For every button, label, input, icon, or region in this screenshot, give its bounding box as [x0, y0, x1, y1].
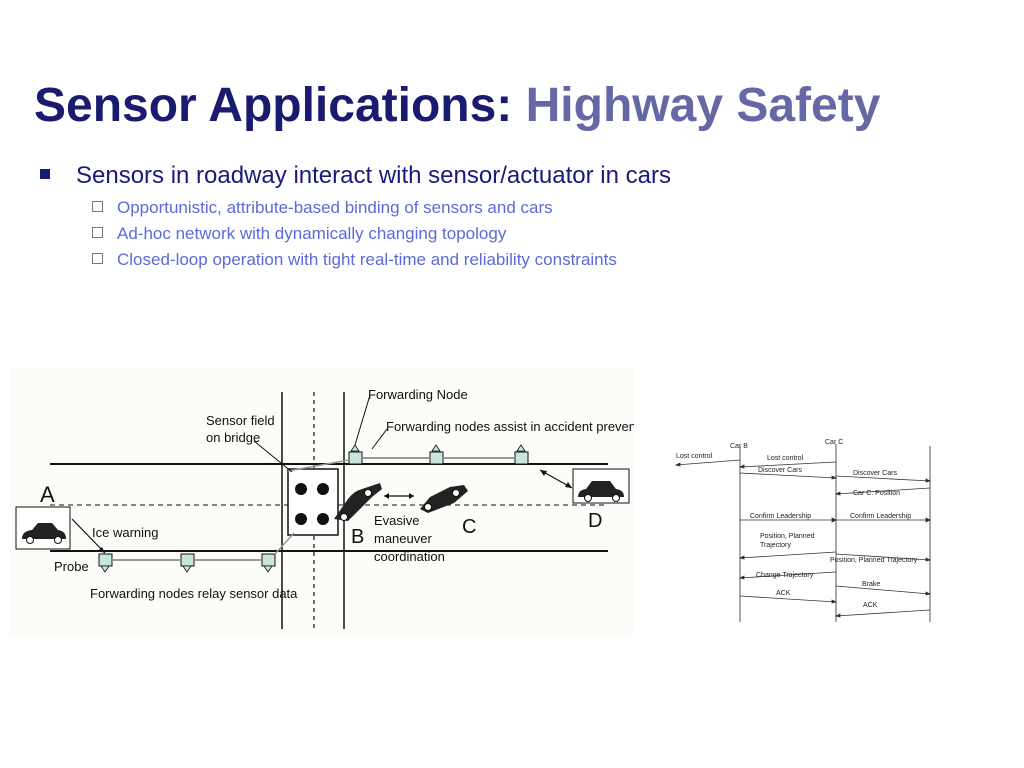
car-b [334, 483, 382, 521]
message-arrow [675, 459, 741, 466]
message-arrow [835, 553, 931, 561]
forwarding-node-bottom-3 [261, 553, 276, 573]
square-bullet-icon [40, 168, 50, 179]
message-arrow [835, 609, 931, 617]
position-label-a: A [40, 482, 55, 507]
callout-line [371, 428, 388, 450]
forwarding-node-top-1 [348, 444, 363, 465]
slide-title: Sensor Applications: Highway Safety [34, 78, 880, 133]
sub-bullet-text: Closed-loop operation with tight real-ti… [117, 250, 617, 269]
message-label: ACK [863, 602, 878, 609]
car-b-label: Car B [730, 443, 748, 450]
sequence-diagram: Car B Car C Lost control Lost control Di… [670, 432, 938, 628]
forwarding-relay-label: Forwarding nodes relay sensor data [90, 586, 298, 601]
forwarding-node-label: Forwarding Node [368, 387, 468, 402]
sub-bullet-text: Opportunistic, attribute-based binding o… [117, 198, 553, 217]
sensor-dot [317, 483, 329, 495]
message-label: Confirm Leadership [850, 513, 911, 520]
evasive-label: coordination [374, 549, 445, 564]
main-bullet-text: Sensors in roadway interact with sensor/… [76, 162, 671, 189]
sub-bullet: Opportunistic, attribute-based binding o… [92, 198, 553, 218]
message-arrow [835, 475, 931, 482]
car-d [572, 468, 630, 504]
ice-warning-label: Ice warning [92, 525, 158, 540]
evasive-label: Evasive [374, 513, 420, 528]
sensor-dot [295, 513, 307, 525]
message-label: Discover Cars [758, 467, 802, 474]
link-line [274, 532, 295, 555]
link-line [287, 459, 350, 472]
callout-line [354, 394, 371, 446]
message-label: Position, Planned [760, 533, 815, 540]
message-arrow [739, 472, 837, 479]
sensor-field-label: on bridge [206, 430, 260, 445]
sub-bullet: Closed-loop operation with tight real-ti… [92, 250, 617, 270]
message-label: Lost control [676, 453, 713, 460]
message-label: Confirm Leadership [750, 513, 811, 520]
highway-diagram-svg: Forwarding Node Sensor field on bridge F… [15, 387, 657, 629]
sensor-dot [295, 483, 307, 495]
probe-label: Probe [54, 559, 89, 574]
message-label: Lost control [767, 455, 804, 462]
sub-bullet-text: Ad-hoc network with dynamically changing… [117, 224, 507, 243]
message-label: Discover Cars [853, 470, 897, 477]
car-c-label: Car C [825, 439, 843, 446]
message-label: Brake [862, 581, 880, 588]
sensor-field-box [287, 468, 339, 536]
sensor-field-label: Sensor field [206, 413, 275, 428]
message-arrow [835, 585, 931, 595]
evasive-label: maneuver [374, 531, 432, 546]
message-label: Trajectory [760, 542, 791, 549]
forwarding-assist-label: Forwarding nodes assist in accident prev… [386, 419, 634, 434]
forwarding-node-top-3 [514, 444, 529, 465]
message-label: Position, Planned Trajectory [830, 557, 918, 564]
position-label-b: B [351, 526, 364, 548]
title-main: Sensor Applications: [34, 79, 513, 132]
position-label-d: D [588, 510, 602, 532]
car-c [420, 485, 468, 513]
highway-diagram: Forwarding Node Sensor field on bridge F… [10, 367, 657, 635]
forwarding-node-bottom-1 [98, 553, 113, 573]
hollow-square-bullet-icon [92, 227, 103, 239]
main-bullet: Sensors in roadway interact with sensor/… [40, 162, 671, 190]
position-label-c: C [462, 516, 476, 538]
sequence-diagram-svg: Car B Car C Lost control Lost control Di… [674, 439, 932, 622]
probe-arrow [71, 518, 106, 554]
message-arrow [739, 551, 837, 559]
title-accent: Highway Safety [525, 79, 881, 132]
message-arrow [739, 461, 837, 468]
message-label: Car C: Position [853, 490, 900, 497]
message-arrow [739, 571, 837, 579]
sub-bullet: Ad-hoc network with dynamically changing… [92, 224, 506, 244]
forwarding-node-top-2 [429, 444, 444, 465]
message-label: Change Trajectory [756, 572, 814, 579]
car-a [15, 506, 71, 550]
hollow-square-bullet-icon [92, 201, 103, 213]
message-arrow [739, 595, 837, 603]
forwarding-node-bottom-2 [180, 553, 195, 573]
message-arrow [835, 487, 931, 495]
hollow-square-bullet-icon [92, 253, 103, 265]
message-label: ACK [776, 590, 791, 597]
sensor-dot [317, 513, 329, 525]
callout-line [253, 440, 293, 473]
